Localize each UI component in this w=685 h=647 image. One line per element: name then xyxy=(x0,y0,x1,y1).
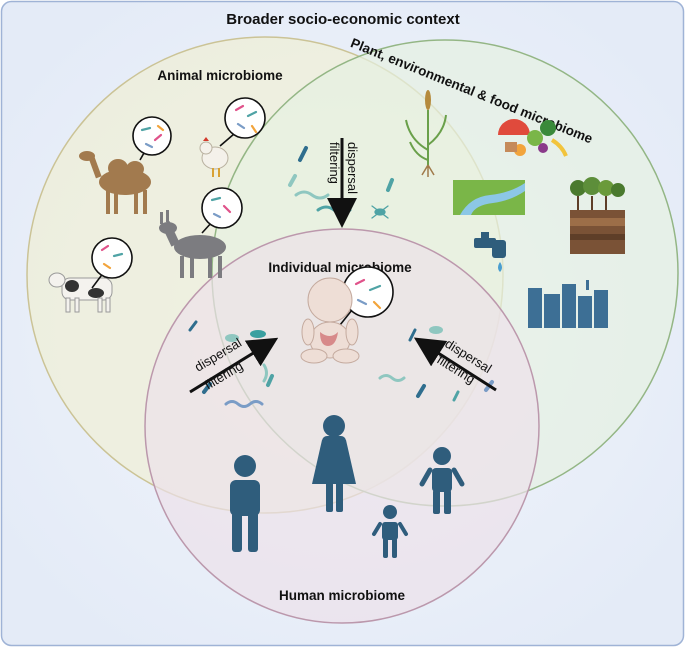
arrow-top: dispersal filtering xyxy=(327,138,360,228)
river-landscape-icon xyxy=(453,180,525,215)
wheat-plant-icon xyxy=(405,90,447,177)
chicken-icon xyxy=(199,137,229,177)
water-tap-icon xyxy=(474,232,506,272)
fruit-vegetables-icon xyxy=(498,119,568,157)
child-icon xyxy=(419,447,465,514)
bubble-bacteria xyxy=(100,104,382,310)
small-child-icon xyxy=(372,505,408,558)
human-circle-label: Human microbiome xyxy=(279,588,406,603)
bacteria-flagellate xyxy=(371,205,389,219)
arrow-top-line1: dispersal xyxy=(345,142,360,194)
man-icon xyxy=(230,455,260,552)
soil-trees-icon xyxy=(570,177,625,254)
individual-circle-label: Individual microbiome xyxy=(268,260,412,275)
bacteria-cluster xyxy=(188,146,494,408)
animal-circle-label: Animal microbiome xyxy=(157,68,283,83)
donkey-icon xyxy=(159,210,226,278)
arrow-top-line2: filtering xyxy=(327,142,342,184)
cow-icon xyxy=(48,272,113,313)
baby-icon xyxy=(300,277,360,364)
city-buildings-icon xyxy=(528,280,608,328)
camel-icon xyxy=(79,151,151,214)
woman-icon xyxy=(312,415,356,512)
page-title: Broader socio-economic context xyxy=(226,11,459,28)
magnifier-bacteria-icon xyxy=(91,97,394,326)
